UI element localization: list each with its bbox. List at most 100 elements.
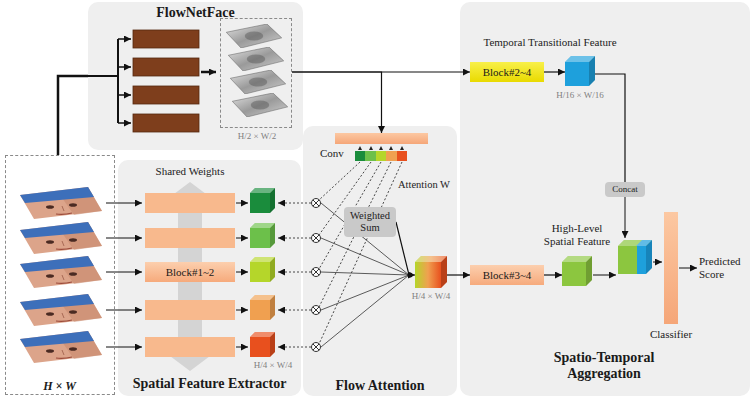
connector — [447, 274, 470, 275]
connector — [544, 71, 565, 72]
panel-title: Spatial Feature Extractor — [118, 376, 301, 392]
concat-cube — [618, 240, 652, 274]
flow-map — [230, 70, 285, 94]
aggregated-cube: H/4 × W/4 — [415, 256, 447, 288]
arrow — [625, 197, 626, 238]
multiply-symbol — [312, 268, 321, 277]
panel-title: FlowNetFace — [88, 5, 303, 21]
tick — [379, 146, 383, 150]
flow-maps-box: H/2 × W/2 — [220, 18, 292, 128]
attention-vector: Attention W — [355, 151, 407, 161]
input-frames — [20, 187, 102, 363]
connector — [544, 274, 562, 275]
module-panel: FlowNetFaceH/2 × W/2 — [88, 2, 303, 150]
block-box — [145, 300, 235, 320]
module-panel: Spatio-Temporal AggregationBlock#2~4H/16… — [460, 2, 750, 396]
arrow — [236, 203, 248, 204]
attention-label: Attention W — [398, 179, 460, 191]
frame-arrows — [106, 203, 142, 347]
flownet-blocks — [133, 30, 199, 132]
face-frame — [20, 222, 102, 254]
arrow — [106, 238, 142, 239]
conv-bar: Conv — [335, 133, 428, 144]
arrow — [118, 94, 131, 96]
feature-caption: Temporal Transitional Feature — [470, 36, 630, 49]
text-holder: High-Level Spatial Feature — [537, 222, 617, 247]
text-holder: Block#2~4 — [470, 62, 544, 82]
arrow — [236, 272, 248, 273]
circle — [312, 234, 321, 243]
text-holder: Classifier — [642, 328, 700, 341]
cube-front — [415, 262, 441, 288]
spatial-cube: High-Level Spatial Feature — [562, 256, 592, 286]
arrow — [118, 66, 131, 68]
block-box: Block#1~2 — [145, 262, 235, 282]
dotted-arrow — [278, 238, 311, 239]
connector — [292, 72, 382, 133]
arrow — [593, 275, 616, 276]
feature-cube — [250, 223, 275, 248]
sum-line — [321, 238, 409, 275]
panel-background — [88, 2, 303, 150]
conv-label: Conv — [320, 147, 352, 160]
text-holder: Concat — [605, 182, 645, 197]
connector — [396, 222, 415, 275]
arrow — [106, 347, 142, 348]
text-holder: H × W — [6, 380, 113, 394]
multiply-symbol — [312, 306, 321, 315]
classifier-label: Classifier — [642, 328, 700, 341]
face-frame — [20, 331, 102, 363]
fork-lines — [88, 39, 131, 123]
circle — [312, 343, 321, 352]
arrow — [106, 203, 142, 204]
arrow — [106, 310, 142, 311]
text-holder: Predicted Score — [699, 255, 750, 280]
feature-cube — [250, 332, 275, 357]
connector — [58, 76, 88, 155]
feature-cube — [250, 257, 275, 282]
text-holder: Spatial Feature Extractor — [118, 376, 301, 392]
classifier-bar: Classifier — [664, 212, 678, 324]
face-frame — [20, 256, 102, 288]
spatial-cube — [562, 256, 592, 286]
circle — [312, 268, 321, 277]
arrow — [653, 262, 662, 263]
temporal-cube — [565, 56, 595, 86]
text-holder: Temporal Transitional Feature — [470, 36, 630, 49]
block-arrows — [236, 203, 248, 347]
multiply-symbol — [312, 199, 321, 208]
face-frame — [20, 294, 102, 326]
block-box — [145, 193, 235, 213]
concat-box: Concat — [605, 182, 645, 197]
cube-side — [441, 256, 447, 288]
tick — [358, 146, 362, 150]
sum-line — [321, 272, 409, 275]
text-holder: FlowNetFace — [88, 5, 303, 21]
sum-line — [321, 275, 409, 310]
dotted-arrow — [278, 310, 311, 311]
fork — [88, 39, 118, 123]
sum-line — [321, 275, 409, 347]
dotted-line — [319, 162, 402, 344]
spatial-cubes — [250, 188, 275, 357]
concat-label: Concat — [612, 184, 638, 194]
dotted-line — [319, 162, 360, 200]
sum-box: Weighted Sum — [344, 207, 396, 237]
weight-ticks — [358, 146, 404, 150]
cube-side-dark — [441, 256, 447, 288]
text-holder: Attention W — [398, 179, 460, 191]
conv-block — [133, 30, 199, 48]
text-holder: Weighted Sum — [344, 207, 396, 237]
text-holder: Block#1~2 — [145, 262, 235, 282]
cross — [313, 269, 319, 275]
block-label: Block#3~4 — [483, 269, 532, 282]
arrow — [118, 38, 131, 40]
block-box — [145, 228, 235, 248]
sum-line — [321, 203, 409, 275]
block-label: Block#2~4 — [483, 66, 532, 79]
cross — [313, 235, 319, 241]
block-box — [145, 337, 235, 357]
panel-title: Spatio-Temporal Aggregation — [524, 350, 684, 382]
